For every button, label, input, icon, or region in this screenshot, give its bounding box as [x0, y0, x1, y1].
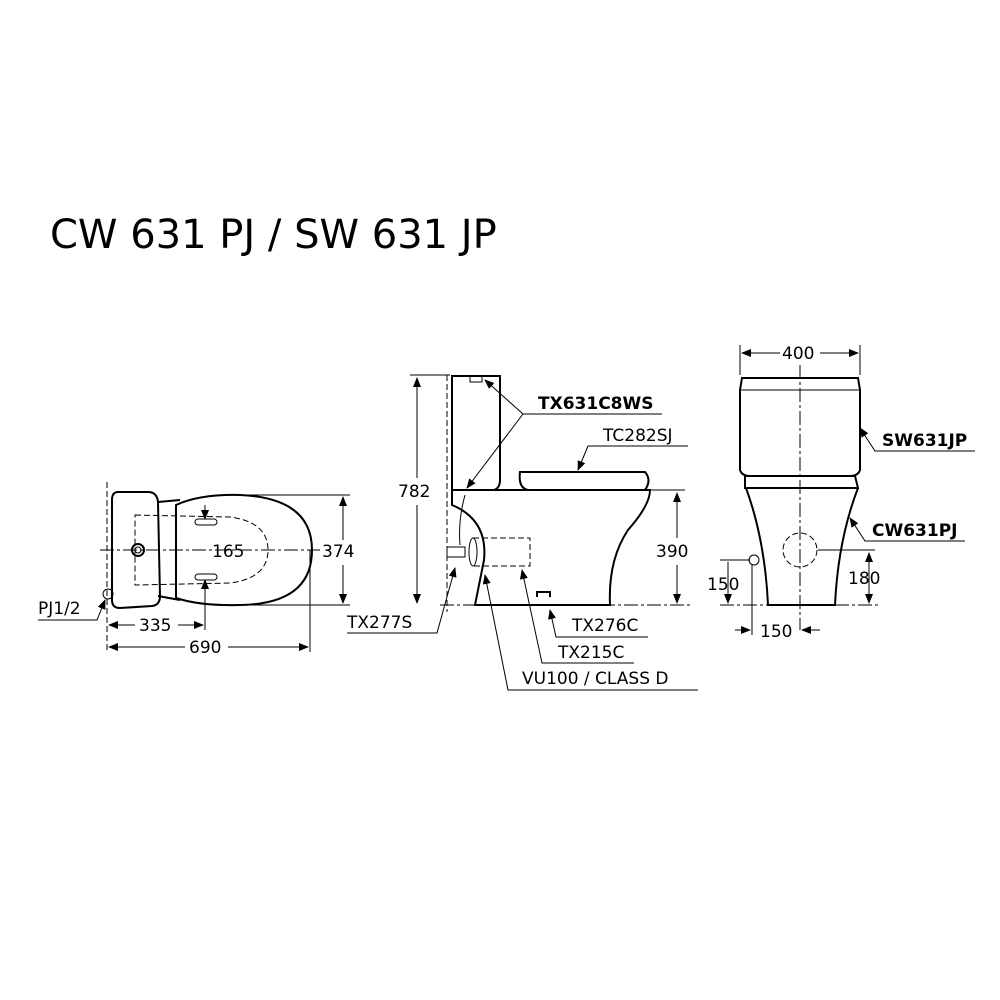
dim-165: 165 — [212, 542, 244, 562]
dim-150-height: 150 — [707, 575, 739, 595]
label-cw631pj: CW631PJ — [872, 521, 958, 541]
side-view: 782 390 TX631C8WS TC282SJ TX277S TX276C … — [346, 374, 698, 691]
dim-390: 390 — [656, 542, 688, 562]
label-tx631c8ws: TX631C8WS — [538, 394, 654, 414]
dim-782: 782 — [398, 482, 430, 502]
tank-top — [111, 491, 162, 610]
label-sw631jp: SW631JP — [882, 431, 967, 451]
bowl-side — [451, 489, 652, 606]
dim-374: 374 — [322, 542, 354, 562]
label-tx215c: TX215C — [557, 643, 624, 663]
dim-400: 400 — [782, 344, 814, 364]
top-view: 374 165 335 690 PJ1/2 — [38, 482, 354, 658]
dim-180: 180 — [848, 569, 880, 589]
dim-335: 335 — [139, 616, 171, 636]
dim-150-offset: 150 — [760, 622, 792, 642]
drawing-title: CW 631 PJ / SW 631 JP — [50, 212, 497, 258]
label-tc282sj: TC282SJ — [602, 426, 673, 446]
label-tx276c: TX276C — [571, 616, 638, 636]
label-vu100: VU100 / CLASS D — [522, 669, 669, 689]
dim-690: 690 — [189, 638, 221, 658]
seat-side — [518, 471, 650, 491]
label-tx277s: TX277S — [346, 613, 412, 633]
label-pj12: PJ1/2 — [38, 599, 81, 619]
tank-side — [451, 375, 501, 491]
front-view: 400 SW631JP CW631PJ 150 180 150 — [707, 344, 975, 642]
